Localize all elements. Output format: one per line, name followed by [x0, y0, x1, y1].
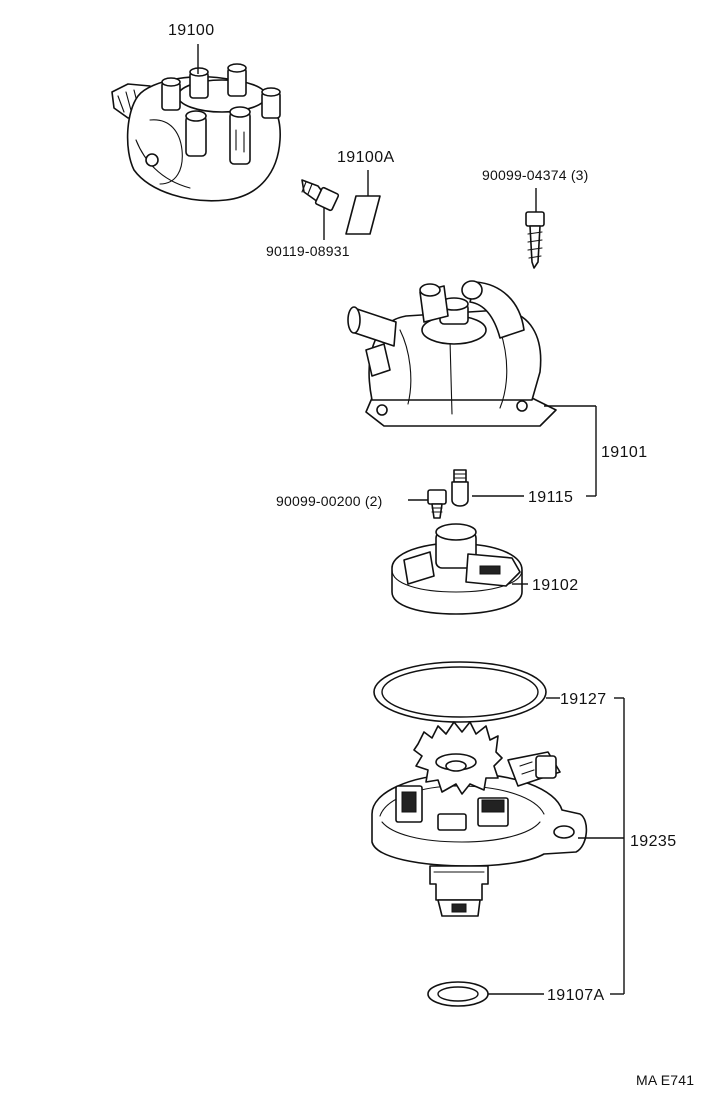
part-label-19101: 19101 — [601, 444, 648, 461]
part-label-19102: 19102 — [532, 577, 579, 594]
part-label-19100A: 19100A — [337, 149, 395, 166]
part-label-19235: 19235 — [630, 833, 677, 850]
carbon-brush-drawing — [451, 469, 469, 507]
screw-90099-00200-drawing — [427, 489, 447, 519]
bolt-90119-drawing — [301, 179, 340, 212]
part-label-19127: 19127 — [560, 691, 607, 708]
distributor-cap-drawing — [347, 280, 557, 427]
o-ring-drawing — [373, 661, 547, 723]
distributor-assembly-drawing — [111, 63, 281, 202]
distributor-housing-drawing — [371, 721, 588, 917]
part-label-19115: 19115 — [528, 489, 573, 506]
part-label-90099-04374: 90099-04374 (3) — [482, 167, 589, 183]
part-label-19100: 19100 — [168, 22, 215, 39]
part-label-90099-00200: 90099-00200 (2) — [276, 493, 383, 509]
screw-90099-04374-drawing — [525, 211, 545, 269]
part-label-19107A: 19107A — [547, 987, 605, 1004]
part-label-90119-08931: 90119-08931 — [266, 243, 350, 259]
diagram-code: MA E741 — [636, 1072, 694, 1088]
rotor-drawing — [391, 523, 523, 615]
label-plate-drawing — [345, 195, 381, 235]
gasket-ring-drawing — [427, 981, 489, 1007]
